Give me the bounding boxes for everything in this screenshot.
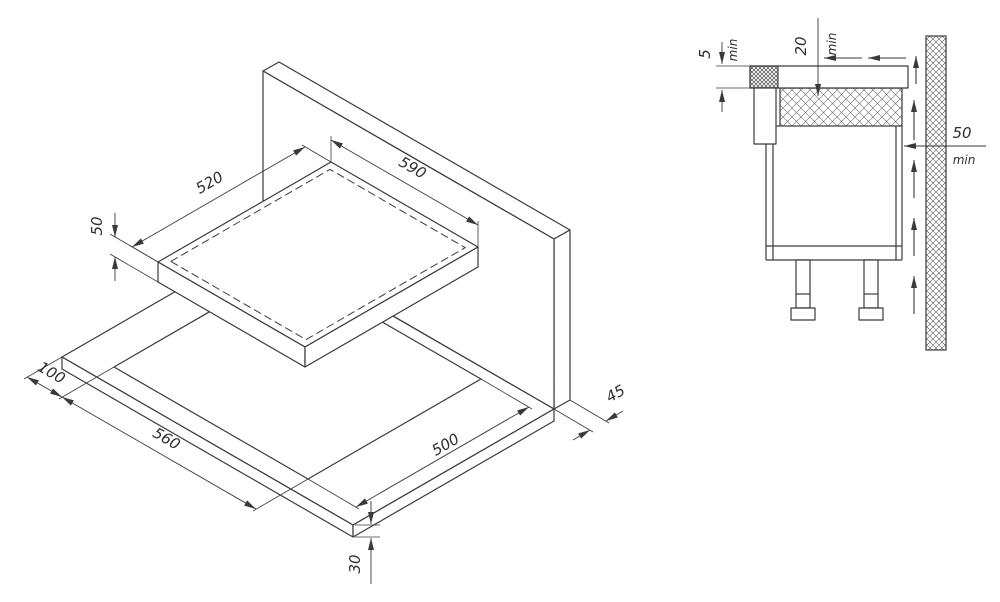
section-view: 5 min 20 min 50 min (696, 18, 986, 351)
dim-520-label: 520 (193, 168, 227, 198)
dim-5-label: 5 (696, 49, 714, 59)
airflow-arrows (824, 55, 919, 314)
cabinet-leg (863, 259, 879, 309)
hob-body (753, 87, 777, 145)
hob-frame (749, 65, 779, 89)
dim-5-min-label: min (726, 39, 740, 62)
dim-50min-unit-label: min (953, 153, 976, 167)
dimension-20-min: 20 min (792, 18, 839, 96)
wall-section (925, 35, 947, 351)
dim-50-label: 50 (88, 216, 106, 235)
dimension-50-min: 50 min (904, 124, 986, 167)
dim-45-label: 45 (603, 381, 629, 406)
dim-30-label: 30 (346, 554, 364, 573)
cabinet-foot (858, 307, 884, 321)
dimension-5-min: 5 min (696, 39, 750, 112)
cabinet-section (765, 125, 903, 321)
dimension-30: 30 (346, 501, 380, 584)
dim-50min-label: 50 (952, 124, 971, 142)
worktop-hatch (779, 87, 903, 127)
worktop-section (779, 87, 903, 127)
isometric-view: 520 590 50 100 560 (23, 61, 629, 584)
cabinet-foot (790, 307, 816, 321)
dim-20-label: 20 (792, 36, 810, 55)
panel-right-face (553, 229, 571, 410)
wall-hatch (925, 35, 947, 351)
dim-20-min-label: min (825, 33, 839, 56)
cabinet-leg (795, 259, 811, 309)
cooktop-right-face (304, 246, 479, 368)
hob-section (749, 65, 909, 145)
dimension-50-thickness: 50 (88, 213, 159, 283)
